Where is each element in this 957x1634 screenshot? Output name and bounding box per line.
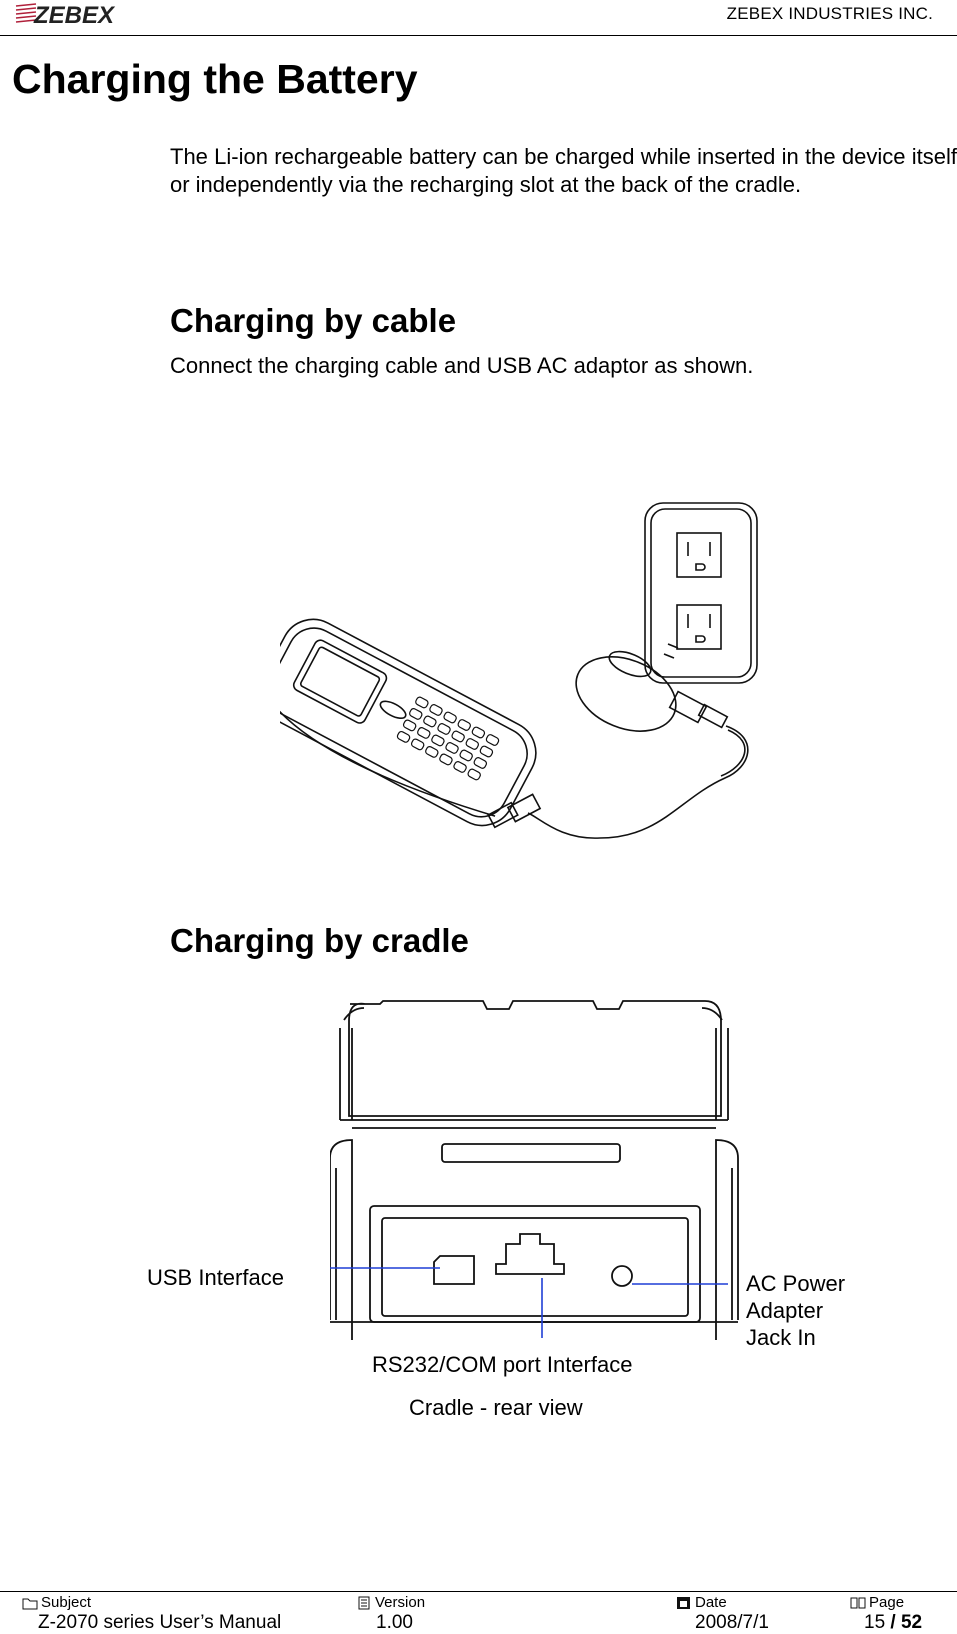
cradle-rear-illustration bbox=[318, 998, 750, 1356]
footer-date-label: Date bbox=[676, 1594, 727, 1611]
rs232-port bbox=[495, 1233, 565, 1275]
zebex-logo: ZEBEX bbox=[14, 0, 139, 29]
logo-wordmark: ZEBEX bbox=[33, 2, 116, 28]
ac-power-line3: Jack In bbox=[746, 1325, 816, 1350]
footer-version-label: Version bbox=[356, 1594, 425, 1611]
usb-port bbox=[433, 1255, 475, 1285]
page-title: Charging the Battery bbox=[12, 56, 418, 102]
power-jack bbox=[611, 1265, 633, 1287]
cable-charging-illustration bbox=[258, 498, 770, 878]
ac-power-line1: AC Power bbox=[746, 1271, 846, 1296]
book-icon bbox=[850, 1597, 866, 1608]
usb-interface-label: USB Interface bbox=[147, 1265, 284, 1290]
footer-page-label: Page bbox=[850, 1594, 904, 1611]
subject-value: Z-2070 series User’s Manual bbox=[38, 1612, 282, 1633]
folder-icon bbox=[22, 1598, 38, 1609]
page-label: Page bbox=[869, 1594, 905, 1611]
footer-subject-label: Subject bbox=[22, 1594, 91, 1611]
company-name: ZEBEX INDUSTRIES INC. bbox=[726, 4, 933, 23]
charging-cable bbox=[527, 725, 749, 839]
page-number: 15 / 52 bbox=[864, 1612, 922, 1634]
device-slot bbox=[441, 1143, 621, 1163]
page-current: 15 bbox=[864, 1612, 886, 1633]
version-value: 1.00 bbox=[376, 1612, 413, 1633]
cradle-heading: Charging by cradle bbox=[170, 922, 469, 959]
date-label: Date bbox=[695, 1594, 727, 1611]
usb-ac-adaptor bbox=[575, 656, 677, 732]
figure-caption: Cradle - rear view bbox=[409, 1395, 583, 1420]
mobile-terminal bbox=[258, 618, 537, 827]
wall-outlet bbox=[644, 502, 758, 684]
document-icon bbox=[358, 1596, 370, 1609]
ac-power-line2: Adapter bbox=[746, 1298, 824, 1323]
version-label: Version bbox=[375, 1594, 426, 1611]
rs232-label: RS232/COM port Interface bbox=[372, 1352, 633, 1377]
intro-paragraph: The Li-ion rechargeable battery can be c… bbox=[170, 144, 957, 197]
cable-heading: Charging by cable bbox=[170, 302, 457, 339]
page-total: 52 bbox=[900, 1612, 923, 1633]
page-separator: / bbox=[885, 1612, 901, 1633]
header-divider bbox=[0, 35, 957, 36]
footer-divider bbox=[0, 1591, 957, 1592]
subject-label: Subject bbox=[41, 1594, 92, 1611]
cable-instructions: Connect the charging cable and USB AC ad… bbox=[170, 353, 754, 378]
calendar-icon bbox=[677, 1596, 690, 1609]
date-value: 2008/7/1 bbox=[695, 1612, 769, 1633]
ac-power-label: AC Power Adapter Jack In bbox=[746, 1270, 845, 1351]
